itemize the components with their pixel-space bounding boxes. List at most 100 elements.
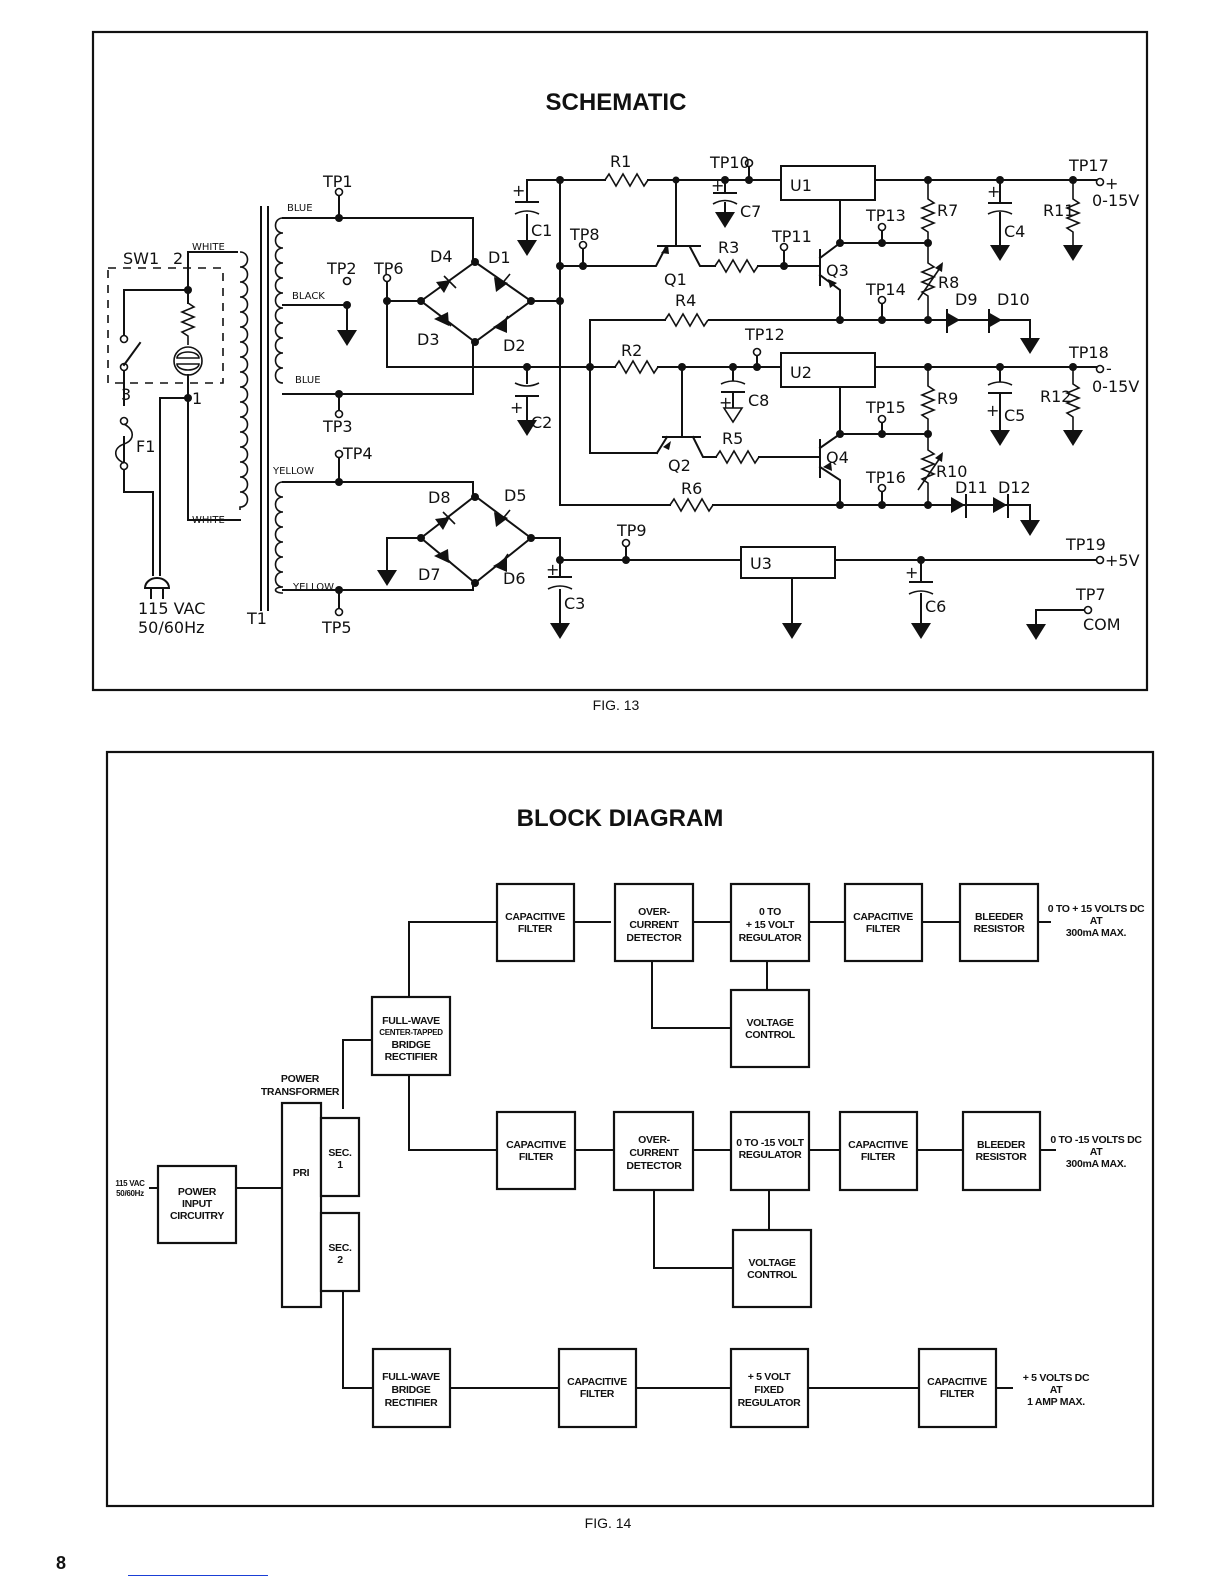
r4-label: R4 — [675, 291, 696, 310]
svg-text:CAPACITIVE: CAPACITIVE — [927, 1376, 987, 1388]
tp14-label: TP14 — [865, 280, 906, 299]
svg-text:BRIDGE: BRIDGE — [391, 1384, 430, 1396]
c7-label: C7 — [740, 202, 761, 221]
c2-plus: + — [510, 398, 523, 417]
svg-text:0 TO + 15 VOLTS DC: 0 TO + 15 VOLTS DC — [1048, 903, 1145, 915]
output-5v-label: +5V — [1105, 551, 1140, 570]
q1-label: Q1 — [664, 270, 687, 289]
r1-label: R1 — [610, 152, 631, 171]
svg-text:PRI: PRI — [293, 1167, 310, 1179]
svg-text:RECTIFIER: RECTIFIER — [385, 1051, 438, 1063]
tp12-label: TP12 — [744, 325, 785, 344]
page-number: 8 — [56, 1553, 67, 1573]
r6-label: R6 — [681, 479, 702, 498]
svg-text:BRIDGE: BRIDGE — [391, 1039, 430, 1051]
u3-label: U3 — [750, 554, 772, 573]
fixed-5v-section: TP4 TP5 D8 D5 D7 D6 + C3 TP9 U3 + C6 TP1… — [282, 444, 1140, 640]
r4-symbol — [664, 312, 709, 328]
schematic-title: SCHEMATIC — [546, 89, 687, 116]
common-label: COM — [1083, 615, 1121, 634]
svg-text:0 TO -15 VOLT: 0 TO -15 VOLT — [736, 1137, 804, 1149]
svg-text:RESISTOR: RESISTOR — [973, 923, 1025, 935]
block-neg-voltage-control: VOLTAGE CONTROL — [731, 1228, 813, 1309]
q2-label: Q2 — [668, 456, 691, 475]
d4-label: D4 — [430, 247, 453, 266]
tp18-label: TP18 — [1068, 343, 1109, 362]
u2-regulator — [780, 352, 876, 388]
diode-symbols-bridge2 — [434, 512, 508, 572]
svg-text:FILTER: FILTER — [518, 923, 553, 935]
c4-plus: + — [987, 182, 1000, 201]
svg-text:POWER: POWER — [178, 1186, 217, 1198]
u1-regulator — [780, 165, 876, 201]
svg-text:RECTIFIER: RECTIFIER — [385, 1397, 438, 1409]
tp10-label: TP10 — [709, 153, 750, 172]
svg-text:FULL-WAVE: FULL-WAVE — [382, 1371, 440, 1383]
input-voltage: 115 VAC — [138, 599, 205, 618]
svg-text:DETECTOR: DETECTOR — [626, 932, 682, 944]
svg-text:INPUT: INPUT — [182, 1198, 213, 1210]
tp8-label: TP8 — [569, 225, 600, 244]
svg-text:FILTER: FILTER — [861, 1151, 896, 1163]
sw1-label: SW1 — [123, 249, 159, 268]
block-neg-bleeder: BLEEDER RESISTOR — [961, 1110, 1042, 1192]
r3-symbol — [714, 258, 759, 274]
svg-text:FILTER: FILTER — [519, 1151, 554, 1163]
block-sec2 — [319, 1211, 361, 1293]
tp3-label: TP3 — [322, 417, 353, 436]
r10-potentiometer — [917, 434, 943, 505]
sw1-pin3: 3 — [121, 385, 131, 404]
d5-label: D5 — [504, 486, 527, 505]
output-pos-sign: + — [1105, 174, 1118, 193]
d7-label: D7 — [418, 565, 441, 584]
svg-text:300mA MAX.: 300mA MAX. — [1066, 927, 1127, 939]
link-underline[interactable] — [128, 1575, 268, 1576]
input-frequency: 50/60Hz — [138, 618, 205, 637]
wire-blue-top: BLUE — [287, 203, 313, 214]
svg-text:REGULATOR: REGULATOR — [739, 1149, 803, 1161]
sw1-pin2: 2 — [173, 249, 183, 268]
block-neg-filter1: CAPACITIVE FILTER — [495, 1110, 577, 1191]
r8-label: R8 — [938, 273, 959, 292]
tp16-label: TP16 — [865, 468, 906, 487]
svg-text:OVER-: OVER- — [638, 906, 671, 918]
bd-input-voltage: 115 VAC — [115, 1179, 145, 1188]
r11-symbol — [1064, 180, 1082, 245]
c6-plus: + — [905, 563, 918, 582]
d9-label: D9 — [955, 290, 978, 309]
block-fixed-filter1: CAPACITIVE FILTER — [557, 1347, 638, 1429]
svg-text:CENTER-TAPPED: CENTER-TAPPED — [379, 1028, 443, 1037]
ac-plug-icon — [143, 577, 171, 589]
schematic-frame — [91, 30, 1149, 692]
q3-label: Q3 — [826, 261, 849, 280]
svg-text:CIRCUITRY: CIRCUITRY — [170, 1210, 224, 1222]
svg-text:FULL-WAVE: FULL-WAVE — [382, 1015, 440, 1027]
c3-plus: + — [546, 560, 559, 579]
tp1-label: TP1 — [322, 172, 353, 191]
d8-label: D8 — [428, 488, 451, 507]
switch-enclosure — [107, 267, 224, 384]
c8-label: C8 — [748, 391, 769, 410]
d11-label: D11 — [955, 478, 988, 497]
tp15-label: TP15 — [865, 398, 906, 417]
transformer-t1: WHITE WHITE T1 BLUE BLACK BLUE YELLOW YE… — [192, 203, 334, 628]
neon-resistor — [179, 302, 197, 345]
svg-text:0 TO -15 VOLTS DC: 0 TO -15 VOLTS DC — [1050, 1134, 1142, 1146]
block-pos-detector: OVER- CURRENT DETECTOR — [613, 882, 695, 963]
r5-symbol — [715, 449, 760, 465]
positive-regulator-section: R1 TP10 + C7 U1 Q1 R3 TP11 Q3 TP13 R7 R8 — [559, 152, 1139, 354]
c5-label: C5 — [1004, 406, 1025, 425]
block-fixed-rectifier: FULL-WAVE BRIDGE RECTIFIER — [371, 1347, 452, 1429]
svg-text:RESISTOR: RESISTOR — [975, 1151, 1027, 1163]
block-fixed-filter2: CAPACITIVE FILTER — [917, 1347, 998, 1429]
r7-label: R7 — [937, 201, 958, 220]
d10-label: D10 — [997, 290, 1030, 309]
svg-text:CONTROL: CONTROL — [747, 1269, 798, 1281]
block-connections — [149, 921, 1056, 1389]
c6-label: C6 — [925, 597, 946, 616]
fuse-icon — [114, 423, 134, 464]
r12-label: R12 — [1040, 387, 1071, 406]
d6-label: D6 — [503, 569, 526, 588]
svg-text:SEC.: SEC. — [328, 1147, 352, 1159]
block-pos-voltage-control: VOLTAGE CONTROL — [729, 988, 811, 1069]
